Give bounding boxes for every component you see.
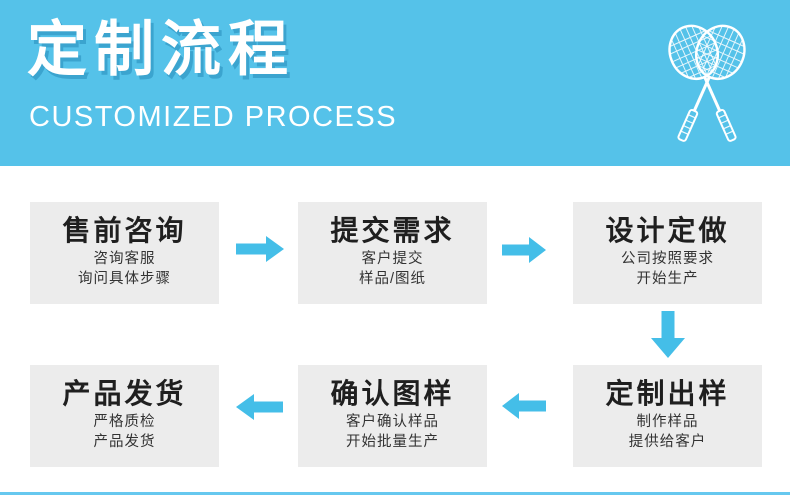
step-title: 售前咨询 — [62, 215, 187, 246]
step-box-custom-sample: 定制出样 制作样品 提供给客户 — [573, 365, 762, 467]
right-arrow-icon — [502, 237, 546, 263]
step-box-submit-requirements: 提交需求 客户提交 样品/图纸 — [298, 202, 487, 304]
down-arrow-icon — [651, 311, 685, 358]
badminton-rackets-icon — [658, 15, 756, 152]
step-box-product-shipping: 产品发货 严格质检 产品发货 — [30, 365, 219, 467]
step-box-presale-consult: 售前咨询 咨询客服 询问具体步骤 — [30, 202, 219, 304]
bottom-accent-line — [0, 492, 790, 495]
step-description-line: 开始批量生产 — [346, 434, 439, 450]
step-description-line: 产品发货 — [93, 434, 156, 450]
step-title: 确认图样 — [330, 378, 455, 409]
left-arrow-icon — [502, 393, 546, 419]
step-description-line: 询问具体步骤 — [78, 271, 171, 287]
right-arrow-icon — [236, 236, 284, 262]
step-title: 产品发货 — [62, 378, 187, 409]
step-description-line: 公司按照要求 — [621, 251, 714, 267]
step-description-line: 客户提交 — [361, 251, 424, 267]
step-description-line: 咨询客服 — [93, 251, 156, 267]
step-description-line: 样品/图纸 — [358, 271, 427, 287]
step-description-line: 客户确认样品 — [346, 414, 439, 430]
step-title: 定制出样 — [605, 378, 730, 409]
header-banner: 定制流程 CUSTOMIZED PROCESS — [0, 0, 790, 166]
page-subtitle: CUSTOMIZED PROCESS — [29, 101, 398, 133]
step-box-design-customize: 设计定做 公司按照要求 开始生产 — [573, 202, 762, 304]
step-description-line: 严格质检 — [93, 414, 156, 430]
step-description-line: 开始生产 — [636, 271, 699, 287]
step-box-confirm-sample: 确认图样 客户确认样品 开始批量生产 — [298, 365, 487, 467]
left-arrow-icon — [236, 394, 283, 420]
step-description-line: 制作样品 — [636, 414, 699, 430]
step-description-line: 提供给客户 — [628, 434, 707, 450]
page-title: 定制流程 — [27, 16, 295, 83]
step-title: 设计定做 — [605, 215, 730, 246]
step-title: 提交需求 — [330, 215, 455, 246]
